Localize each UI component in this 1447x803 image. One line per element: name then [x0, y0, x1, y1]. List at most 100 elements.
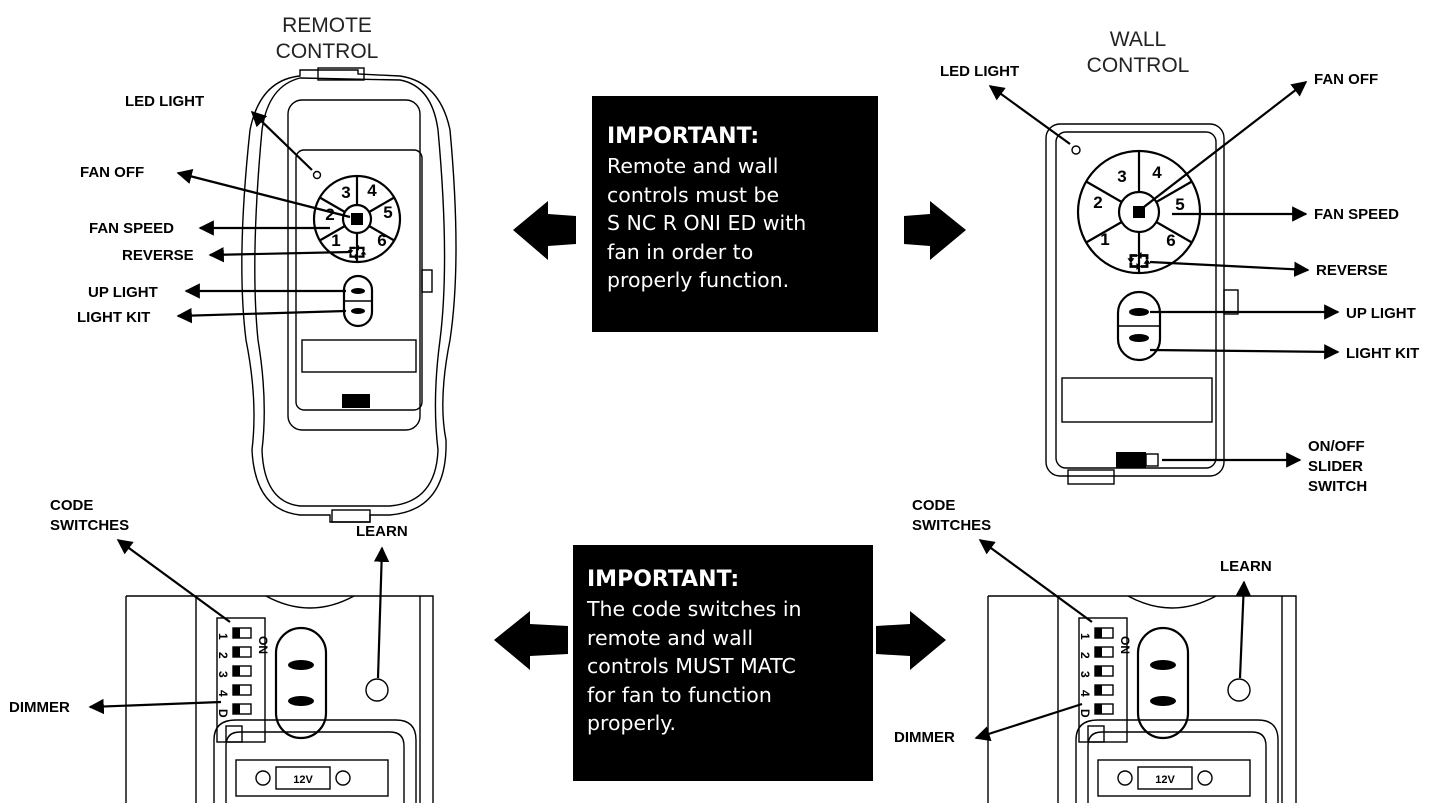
dial-divider — [368, 196, 395, 213]
wall-bottom-clip — [1067, 469, 1115, 485]
dip-number: 2 — [1078, 652, 1092, 659]
dip-switch-knob — [233, 666, 240, 676]
wall-speed-1[interactable]: 1 — [1100, 230, 1109, 249]
remote-dimmer-label: DIMMER — [9, 699, 70, 716]
dip-number: 1 — [1078, 633, 1092, 640]
wall-side-tab — [1223, 289, 1239, 315]
wall-label-slider-2: SLIDER — [1308, 458, 1363, 475]
wall-bottom-light-pill — [1136, 626, 1190, 740]
wall-speed-6[interactable]: 6 — [1166, 231, 1175, 250]
wall-speed-2[interactable]: 2 — [1093, 193, 1102, 212]
dip-number: 2 — [216, 652, 230, 659]
remote-reverse-icon[interactable]: ⮔ — [348, 243, 367, 262]
remote-label-fan-speed: FAN SPEED — [89, 220, 174, 237]
remote-control-illustration: REMOTE CONTROL 1 2 3 4 5 6 ⮔ — [77, 14, 457, 523]
wall-dial-segments — [1085, 151, 1193, 273]
wall-battery-label: 12V — [1155, 774, 1175, 786]
remote-label-window — [301, 339, 417, 373]
dip-number: 3 — [1078, 671, 1092, 678]
wall-label-led: LED LIGHT — [940, 63, 1019, 80]
top-arrow-left — [513, 201, 576, 260]
note-bottom-line: controls MUST MATC — [587, 654, 796, 678]
remote-battery — [235, 759, 389, 797]
important-note-bottom: IMPORTANT: The code switches in remote a… — [573, 545, 873, 781]
dial-divider — [319, 225, 346, 242]
wall-learn-button[interactable] — [1227, 678, 1251, 702]
remote-label-led: LED LIGHT — [125, 93, 204, 110]
wall-label-slider-3: SWITCH — [1308, 478, 1367, 495]
remote-dial-segments — [319, 176, 395, 262]
dip-number: D — [216, 709, 230, 718]
wall-dimmer-label: DIMMER — [894, 729, 955, 746]
note-bottom-line: properly. — [587, 711, 677, 735]
remote-speed-4[interactable]: 4 — [367, 181, 377, 200]
remote-title-line2: CONTROL — [276, 40, 379, 63]
wall-slider-switch[interactable] — [1116, 452, 1146, 468]
dip-switch-knob — [233, 647, 240, 657]
remote-label-reverse: REVERSE — [122, 247, 194, 264]
dip-switch-knob — [1095, 628, 1102, 638]
wall-light-kit-button[interactable] — [1129, 334, 1149, 342]
wall-up-light-button[interactable] — [1129, 308, 1149, 316]
wall-reverse-icon[interactable]: ⮔ — [1127, 249, 1151, 273]
dial-divider — [1085, 180, 1123, 203]
remote-learn-label: LEARN — [356, 523, 408, 540]
wall-label-window — [1061, 377, 1213, 423]
remote-speed-6[interactable]: 6 — [377, 231, 386, 250]
remote-up-light-button[interactable] — [351, 288, 365, 294]
remote-inner-shell — [254, 77, 446, 507]
remote-learn-button[interactable] — [365, 678, 389, 702]
remote-speed-5[interactable]: 5 — [383, 203, 392, 222]
dip-switch-knob — [233, 704, 240, 714]
note-bottom-heading: IMPORTANT: — [587, 567, 740, 592]
dial-divider — [319, 196, 346, 213]
wall-label-fan-off: FAN OFF — [1314, 71, 1378, 88]
remote-battery-door — [295, 149, 423, 411]
dip-number: 4 — [1078, 690, 1092, 697]
wall-speed-4[interactable]: 4 — [1152, 163, 1162, 182]
wall-learn-label: LEARN — [1220, 558, 1272, 575]
remote-code-switches-1: CODE — [50, 497, 93, 514]
wall-speed-3[interactable]: 3 — [1117, 167, 1126, 186]
note-top-line: S NC R ONI ED with — [607, 211, 807, 235]
remote-light-kit-button[interactable] — [351, 308, 365, 314]
remote-label-light-kit: LIGHT KIT — [77, 309, 150, 326]
remote-outer-shell — [241, 69, 457, 523]
dial-divider — [1085, 221, 1123, 244]
note-top-line: controls must be — [607, 182, 780, 207]
remote-fan-off-button[interactable] — [351, 213, 363, 225]
note-bottom-line: remote and wall — [587, 625, 754, 650]
remote-slider[interactable] — [342, 394, 370, 408]
wall-dip-on: ON — [1118, 636, 1132, 654]
remote-dip-on: ON — [256, 636, 270, 654]
remote-top-clip — [317, 67, 365, 81]
note-bottom-line: for fan to function — [587, 682, 772, 707]
remote-speed-3[interactable]: 3 — [341, 183, 350, 202]
wall-speed-5[interactable]: 5 — [1175, 195, 1184, 214]
wall-label-slider-1: ON/OFF — [1308, 438, 1365, 455]
remote-bottom-clip — [331, 509, 371, 523]
remote-code-switches-2: SWITCHES — [50, 517, 129, 534]
dip-switch-knob — [1095, 666, 1102, 676]
wall-label-reverse: REVERSE — [1316, 262, 1388, 279]
note-top-heading: IMPORTANT: — [607, 124, 760, 149]
remote-speed-2[interactable]: 2 — [325, 205, 334, 224]
remote-speed-1[interactable]: 1 — [331, 231, 340, 250]
dip-number: 1 — [216, 633, 230, 640]
dial-divider — [368, 225, 395, 242]
remote-led-dot — [312, 170, 322, 180]
remote-face-plate — [287, 99, 421, 431]
wall-title-line1: WALL — [1110, 28, 1166, 51]
note-bottom-line: The code switches in — [587, 597, 802, 621]
wall-control-illustration: WALL CONTROL 1 2 3 4 5 6 ⮔ LED LIGHT FAN… — [940, 28, 1419, 495]
wall-label-up-light: UP LIGHT — [1346, 305, 1416, 322]
dial-divider — [1155, 221, 1193, 244]
remote-title-line1: REMOTE — [282, 14, 372, 37]
note-top-line: properly function. — [607, 268, 790, 292]
remote-speed-numbers: 1 2 3 4 5 6 — [325, 181, 392, 250]
dip-switch-knob — [233, 628, 240, 638]
